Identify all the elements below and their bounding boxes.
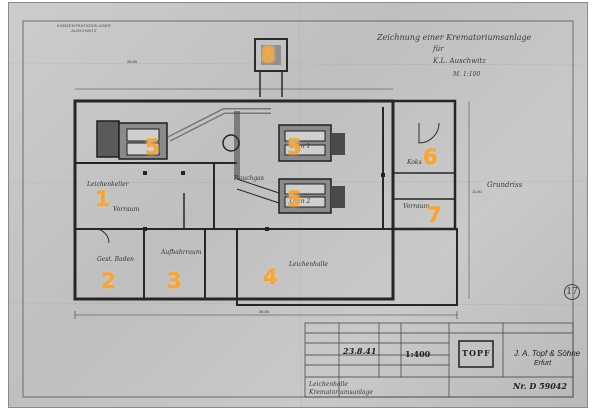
company-name: J. A. Topf & Söhne <box>514 349 581 358</box>
marker-5b: 5 <box>287 135 302 159</box>
room-label-ofen-2: Ofen 2 <box>290 198 311 205</box>
side-label: Grundriss <box>487 181 523 189</box>
floor-plan <box>9 3 587 407</box>
room-label-ofen-1: Ofen 1 <box>290 143 311 150</box>
topf-logo: TOPF <box>462 348 491 358</box>
room-label-baden: Gest. Baden <box>97 256 134 263</box>
title-line-3: K.L. Auschwitz <box>433 57 486 65</box>
oven-top-right <box>278 124 345 162</box>
dimension-bottom: 36,50 <box>259 309 270 314</box>
blueprint-sheet: KONZENTRATIONSLAGER AUSCHWITZ Zeichnung … <box>8 2 588 408</box>
oven-left <box>96 120 168 160</box>
title-line-4: M. 1:100 <box>453 71 481 78</box>
title-block-date: 23.8.41 <box>343 346 377 356</box>
marker-7: 7 <box>427 203 442 227</box>
bottom-note-2: Krematoriumsanlage <box>309 389 373 396</box>
dimension-side: 11,50 <box>472 189 482 194</box>
oven-bottom-right <box>278 178 345 214</box>
dimension-top: 26,50 <box>127 59 138 64</box>
title-line-1: Zeichnung einer Krematoriumsanlage <box>377 33 532 42</box>
marker-1: 1 <box>95 187 110 211</box>
archive-stamp: KONZENTRATIONSLAGER AUSCHWITZ <box>39 23 129 33</box>
drawing-number: Nr. D 59042 <box>513 381 567 391</box>
marker-3: 3 <box>167 269 182 293</box>
room-label-vorraum: Vorraum <box>113 206 140 213</box>
room-label-koks: Koks <box>407 159 422 166</box>
room-label-leichenkeller: Leichenkeller <box>87 181 129 188</box>
marker-5c: 5 <box>287 187 302 211</box>
marker-8: 8 <box>261 43 276 67</box>
room-label-rauchgas: Rauchgas <box>234 175 264 182</box>
room-label-aufbahrraum: Aufbahrraum <box>161 249 202 256</box>
bottom-note-1: Leichenhalle <box>309 381 348 388</box>
title-line-2: für <box>433 45 444 53</box>
page-number: 17 <box>564 284 580 300</box>
room-label-vorraum-2: Vorraum <box>403 203 430 210</box>
room-label-leichenhalle: Leichenhalle <box>289 261 328 268</box>
marker-2: 2 <box>101 269 116 293</box>
company-city: Erfurt <box>534 360 552 367</box>
stamp-line-1: KONZENTRATIONSLAGER <box>57 23 111 28</box>
stamp-line-2: AUSCHWITZ <box>71 28 97 33</box>
title-block-scale: 1:400 <box>405 349 431 359</box>
marker-4: 4 <box>263 265 278 289</box>
marker-6: 6 <box>423 145 438 169</box>
marker-5a: 5 <box>145 135 160 159</box>
